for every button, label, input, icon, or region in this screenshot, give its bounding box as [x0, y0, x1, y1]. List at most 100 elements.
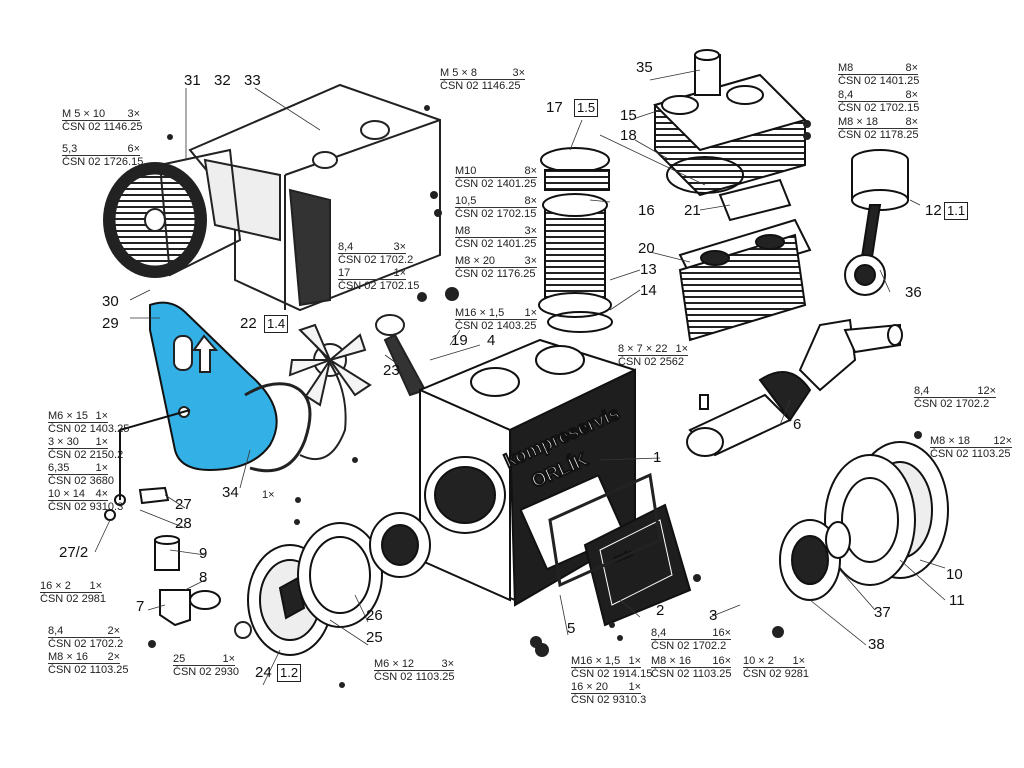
part-11-label: 11	[949, 592, 965, 609]
spec-qty-text: 2×	[107, 651, 120, 663]
spec-size-text: M6 × 15	[48, 410, 89, 422]
part-27-2-label: 27/2	[59, 544, 89, 561]
spec-qty-text: 6×	[127, 143, 140, 155]
spec-size-text: 8,4	[48, 625, 64, 637]
spec-qty-text: 3×	[512, 67, 525, 79]
spec-qty-text: 3×	[127, 108, 140, 120]
spec-s_10x14-standard: ČSN 02 9310.3	[48, 501, 124, 513]
part-22-qty-label: 1.4	[264, 315, 289, 333]
part-13-label: 13	[640, 261, 657, 278]
head-gasket	[718, 178, 792, 222]
spec-qty-text: 1×	[95, 462, 108, 474]
part-30-label: 30	[102, 293, 119, 310]
spec-qty-text: 16×	[712, 655, 731, 667]
spec-s_m16a-standard: ČSN 02 1403.25	[455, 320, 537, 332]
spec-s_m10-standard: ČSN 02 1401.25	[455, 178, 537, 190]
part-1-label: 1	[653, 449, 662, 466]
spec-size-text: 8 × 7 × 22	[618, 343, 668, 355]
part-32-label: 32	[214, 72, 231, 89]
spec-qty-text: 3×	[524, 225, 537, 237]
part-5-label: 5	[567, 620, 576, 637]
spec-s_84a-standard: ČSN 02 1702.2	[338, 254, 414, 266]
spec-size-text: M10	[455, 165, 477, 177]
part-20-label: 20	[638, 240, 655, 257]
fan-grille	[103, 148, 242, 278]
spec-size-text: 16 × 2	[40, 580, 71, 592]
spec-size-text: 17	[338, 267, 351, 279]
spec-s_m5x10-standard: ČSN 02 1146.25	[62, 121, 143, 133]
spec-s_m8x16b-standard: ČSN 02 1103.25	[651, 668, 732, 680]
spec-qty-text: 1×	[95, 410, 108, 422]
spec-s_17-standard: ČSN 02 1702.15	[338, 280, 420, 292]
spec-s_53-standard: ČSN 02 1726.15	[62, 156, 144, 168]
part-12-label: 12	[925, 202, 942, 219]
roller-bearing	[779, 519, 851, 601]
side-cover-plate: ORLÍK	[583, 503, 692, 627]
spec-size-text: 6,35	[48, 462, 70, 474]
part-29-label: 29	[102, 315, 119, 332]
spec-size-text: 3 × 30	[48, 436, 79, 448]
spec-s_m8a-standard: ČSN 02 1401.25	[455, 238, 537, 250]
crankshaft	[686, 318, 903, 457]
belt-guard-highlighted	[149, 301, 278, 472]
part-24-qty-label: 1.2	[277, 664, 302, 682]
spec-s_m8b-standard: ČSN 02 1401.25	[838, 75, 920, 87]
part-8-label: 8	[199, 569, 208, 586]
bearing-housing-assembly	[234, 512, 431, 656]
valve-plate	[678, 218, 812, 342]
spec-size-text: 8,4	[338, 241, 354, 253]
part-26-label: 26	[366, 607, 383, 624]
spec-size-text: M8 × 16	[48, 651, 89, 663]
pipe-fittings	[104, 409, 221, 627]
part-27-label: 27	[175, 496, 192, 513]
spec-size-text: M16 × 1,5	[571, 655, 621, 667]
part-22-label: 22	[240, 315, 257, 332]
spec-qty-text: 8×	[905, 62, 918, 74]
cylinder	[538, 147, 613, 333]
spec-size-text: M 5 × 8	[440, 67, 477, 79]
spec-s_m8x18a-standard: ČSN 02 1178.25	[838, 129, 919, 141]
cover-gasket	[548, 472, 662, 588]
spec-s_m8x18b-standard: ČSN 02 1103.25	[930, 448, 1011, 460]
part-34-label: 34	[222, 484, 239, 501]
spec-s_84b-standard: ČSN 02 1702.15	[838, 102, 920, 114]
spec-qty-text: 3×	[441, 658, 454, 670]
spec-s_8x7x22-standard: ČSN 02 2562	[618, 356, 685, 368]
spec-size-text: 8,4	[914, 385, 930, 397]
part-33-label: 33	[244, 72, 261, 89]
part-35-label: 35	[636, 59, 653, 76]
spec-size-text: 10 × 14	[48, 488, 86, 500]
part-25-label: 25	[366, 629, 383, 646]
spec-s_m16b-standard: ČSN 02 1914.15	[571, 668, 653, 680]
spec-s_10x2-standard: ČSN 02 9281	[743, 668, 810, 680]
spec-qty-text: 12×	[993, 435, 1012, 447]
part-6-label: 6	[793, 416, 802, 433]
part-36-label: 36	[905, 284, 922, 301]
leader-lines	[94, 69, 946, 686]
spec-size-text: 16 × 20	[571, 681, 609, 693]
rear-flange	[824, 441, 949, 586]
part-10-label: 10	[946, 566, 963, 583]
part-38-label: 38	[868, 636, 885, 653]
spec-qty-text: 1×	[792, 655, 805, 667]
spec-size-text: M 5 × 10	[62, 108, 106, 120]
spec-s_m8x20-standard: ČSN 02 1176.25	[455, 268, 536, 280]
spec-s_16x2-standard: ČSN 02 2981	[40, 593, 107, 605]
spec-size-text: 5,3	[62, 143, 78, 155]
spec-s_m5x10-size: M 5 × 10 3×	[62, 108, 140, 121]
part-24-label: 24	[255, 664, 272, 681]
spec-s_635-standard: ČSN 02 3680	[48, 475, 115, 487]
spec-size-text: M6 × 12	[374, 658, 415, 670]
